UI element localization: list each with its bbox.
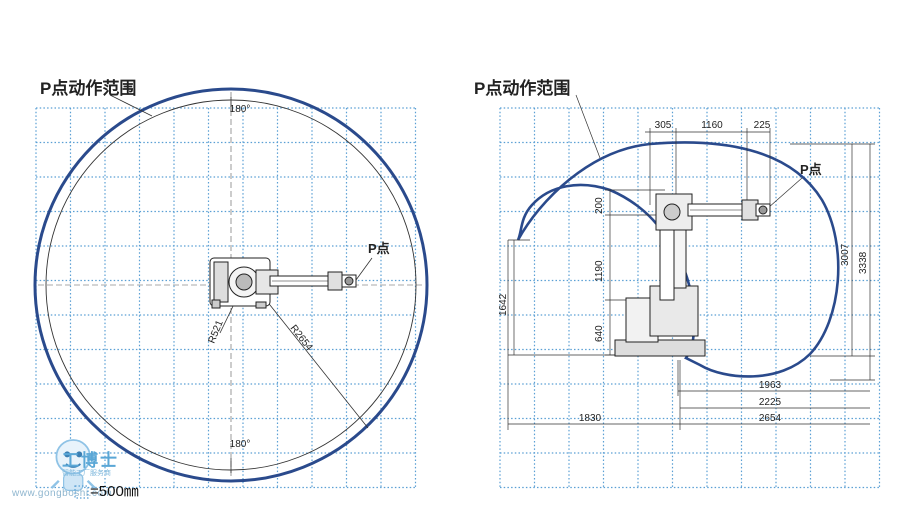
left-title-leader	[109, 94, 153, 117]
dim-1190: 1190	[594, 260, 605, 282]
left-p-point-label: P点	[368, 241, 390, 256]
r2654-label: R2654	[288, 323, 315, 353]
dim-2654: 2654	[759, 413, 782, 424]
left-bottom-angle-label: 180°	[230, 439, 251, 450]
left-view-title: P点动作范围	[40, 79, 137, 98]
dim-2225: 2225	[759, 397, 782, 408]
robot-top-view	[209, 257, 357, 309]
watermark-brand: 工博士	[62, 451, 119, 471]
right-dimension-lines	[507, 94, 875, 430]
watermark-mascot-icon	[50, 439, 96, 491]
r521-label: R521	[207, 318, 226, 345]
grid-cell-icon	[74, 485, 89, 499]
dim-225: 225	[754, 120, 771, 131]
scale-text: =500㎜	[90, 483, 139, 500]
dim-305: 305	[655, 120, 672, 131]
dim-1963: 1963	[759, 380, 782, 391]
radius-line-r2654	[261, 294, 369, 429]
dim-1160: 1160	[701, 120, 723, 131]
dim-1642: 1642	[498, 293, 509, 316]
dim-200: 200	[594, 197, 605, 214]
dim-3007: 3007	[840, 243, 851, 266]
watermark-url: www.gongboshi.com	[12, 488, 113, 499]
dim-3338: 3338	[858, 251, 869, 274]
robot-side-view	[614, 193, 771, 357]
right-view-diagram: 305 1160 225 P点 200 1190 640 1642 3007 3…	[498, 94, 881, 489]
left-top-angle-label: 180°	[230, 104, 251, 115]
left-envelope-circle	[33, 87, 429, 483]
right-envelope-path	[516, 141, 840, 378]
scale-legend: =500㎜	[74, 480, 139, 501]
left-view-diagram: 180° 180° P点 R521 R2654	[33, 87, 429, 489]
left-p-leader	[355, 257, 373, 281]
right-p-point-label: P点	[800, 162, 822, 177]
right-grid	[499, 107, 881, 489]
dim-640: 640	[594, 325, 605, 342]
dim-1830: 1830	[579, 413, 602, 424]
watermark-subtitle: 智能工厂服务商	[62, 470, 111, 477]
right-view-title: P点动作范围	[474, 79, 571, 98]
